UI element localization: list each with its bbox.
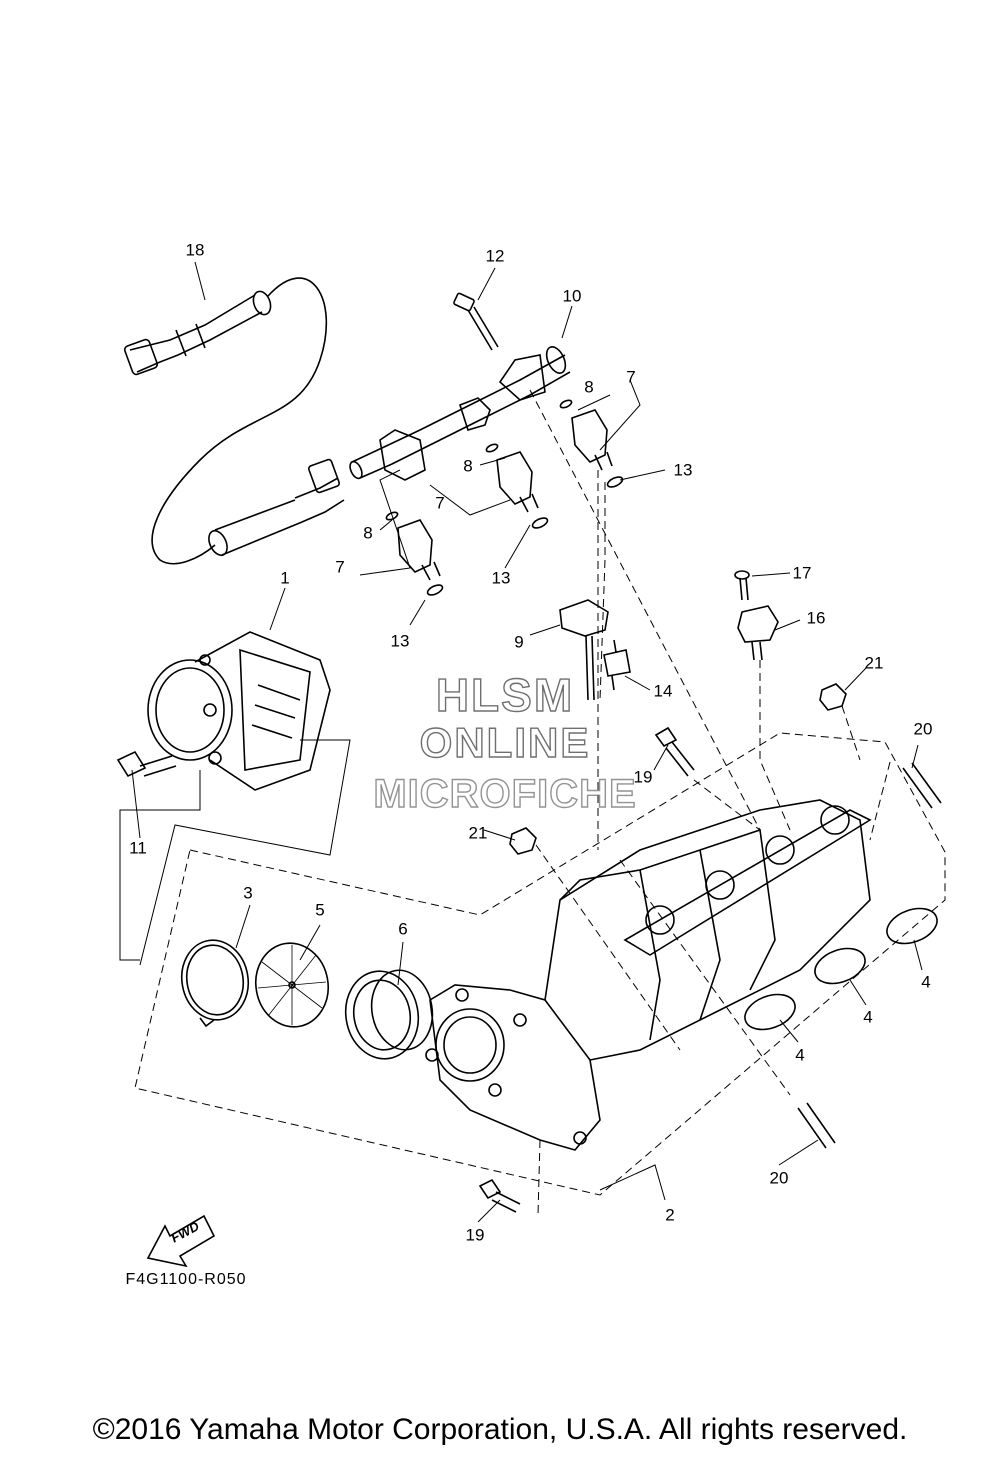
callout-3: 3 [243,883,253,903]
callout-20a: 20 [913,719,933,739]
callout-5: 5 [315,900,325,920]
callout-10: 10 [562,286,582,306]
watermark-line-1: HLSM [435,669,575,721]
screen-5 [255,942,329,1028]
dashed-guides [134,389,946,1216]
fitting-14 [603,639,631,691]
callout-20b: 20 [769,1168,789,1188]
fuel-hose-18 [123,277,345,565]
throttle-body-1 [147,631,331,791]
callout-4c: 4 [921,972,931,992]
sensor-16 [737,605,779,661]
gasket-4-b [814,947,866,985]
callout-14: 14 [653,681,673,701]
callout-18: 18 [185,240,205,260]
gasket-4-a [744,993,796,1031]
callout-7a: 7 [335,557,345,577]
sensor-9 [559,599,609,701]
callout-21b: 21 [468,823,488,843]
injector-7-center [485,443,549,529]
callout-4a: 4 [795,1045,805,1065]
callout-12: 12 [485,246,505,266]
callout-6: 6 [398,919,408,939]
bolt-12 [453,292,499,351]
watermark-line-2: ONLINE [419,719,591,766]
gasket-4-c [886,907,938,945]
callout-8b: 8 [463,456,473,476]
intake-manifold-2 [425,799,872,1151]
fuel-rail-10 [349,346,571,481]
callout-11: 11 [129,838,147,858]
joint-6 [344,969,434,1060]
bolt-19-top [654,726,695,777]
callout-16: 16 [806,608,826,628]
leader-lines [119,261,923,1223]
callout-13a: 13 [390,631,410,651]
nut-21-left [509,827,537,855]
screw-17 [734,570,750,601]
callout-8a: 8 [363,523,373,543]
callout-7c: 7 [626,367,636,387]
clamp-3 [180,939,250,1028]
callout-13c: 13 [673,460,693,480]
callout-1: 1 [280,568,290,588]
injector-7-right [559,399,624,488]
callout-4b: 4 [863,1007,873,1027]
injector-7-left [385,511,444,596]
figure-code: F4G1100-R050 [125,1271,247,1288]
watermark-line-3: MICROFICHE [373,772,637,816]
bolt-11 [116,750,177,778]
bolt-19-bottom [478,1178,521,1213]
callout-19a: 19 [633,767,653,787]
callout-19b: 19 [465,1225,485,1245]
callout-9: 9 [514,632,524,652]
callout-17: 17 [792,563,812,583]
callout-7b: 7 [435,493,445,513]
callout-13b: 13 [491,568,511,588]
callout-21a: 21 [864,653,884,673]
stud-20-top [902,762,942,809]
stud-20-bottom [797,1102,836,1149]
callout-8c: 8 [584,377,594,397]
fwd-arrow [146,1214,216,1268]
callout-2: 2 [665,1205,675,1225]
copyright-footer: ©2016 Yamaha Motor Corporation, U.S.A. A… [92,1413,908,1446]
